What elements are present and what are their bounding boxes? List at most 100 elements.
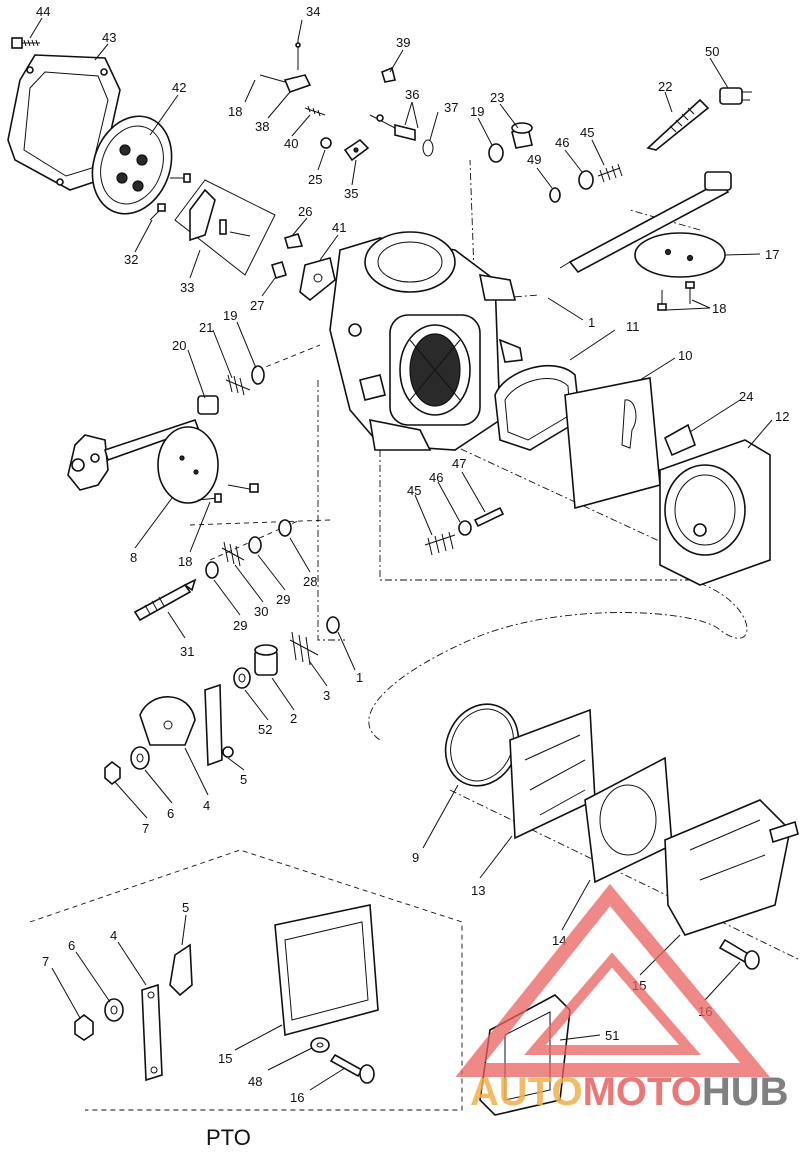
fitting-2 [254, 644, 278, 676]
label-11: 11 [626, 319, 640, 334]
label-12: 12 [775, 409, 789, 424]
fitting-23 [511, 122, 533, 149]
label-34: 34 [306, 4, 320, 19]
pto-inset-title: PTO [206, 1125, 251, 1150]
label-43: 43 [102, 30, 116, 45]
label-39: 39 [396, 35, 410, 50]
gasket-14 [584, 756, 673, 884]
label-4-b: 4 [110, 928, 117, 943]
part-number-labels: 44 43 42 34 39 50 18 38 36 37 19 23 22 4… [36, 4, 789, 1105]
screw-44 [11, 37, 40, 49]
label-5-b: 5 [182, 900, 189, 915]
label-23: 23 [490, 90, 504, 105]
oring-19-top [488, 143, 504, 163]
plate-10 [564, 377, 661, 510]
spring-3 [289, 631, 319, 666]
link-5 [204, 683, 234, 767]
oring-1-lower [326, 616, 340, 634]
label-18-a: 18 [228, 104, 242, 119]
label-40: 40 [284, 136, 298, 151]
diaphragm-42 [91, 115, 173, 215]
label-22: 22 [658, 79, 672, 94]
leader-lines [29, 17, 773, 1091]
label-26: 26 [298, 204, 312, 219]
label-6-a: 6 [167, 806, 174, 821]
label-46-a: 46 [555, 135, 569, 150]
screw-22 [646, 98, 710, 151]
seat-20 [197, 395, 219, 415]
needle-47 [473, 506, 505, 528]
label-7-a: 7 [142, 821, 149, 836]
label-1-b: 1 [356, 670, 363, 685]
label-52: 52 [258, 722, 272, 737]
bracket-5-pto [169, 943, 193, 997]
label-10: 10 [678, 348, 692, 363]
nut-25 [320, 137, 332, 149]
screw-36-assembly [369, 114, 416, 142]
label-45-b: 45 [407, 483, 421, 498]
washer-6-pto [104, 998, 124, 1022]
washer-52 [233, 667, 251, 689]
pump-cover-12 [659, 439, 771, 586]
label-20: 20 [172, 338, 186, 353]
screws-18-left [197, 483, 259, 503]
cover-15 [664, 799, 799, 936]
label-21: 21 [199, 320, 213, 335]
label-9: 9 [412, 850, 419, 865]
oring-9 [444, 703, 520, 787]
label-31: 31 [180, 644, 194, 659]
spring-30 [221, 541, 245, 567]
cover-15-pto [274, 904, 379, 1037]
lever-35 [343, 138, 370, 162]
needle-31 [133, 578, 197, 622]
label-36: 36 [405, 87, 419, 102]
oring-19-mid [251, 365, 265, 385]
label-19-a: 19 [470, 104, 484, 119]
carburetor-body [329, 231, 523, 451]
nut-7-pto [74, 1013, 94, 1041]
label-42: 42 [172, 80, 186, 95]
label-15-b: 15 [218, 1051, 232, 1066]
watermark-logo: AUTOMOTOHUB [455, 883, 789, 1114]
oring-49 [549, 187, 561, 203]
clip-38 [259, 74, 312, 94]
label-29-b: 29 [233, 618, 247, 633]
oring-28 [278, 519, 292, 537]
screw-16 [718, 938, 760, 970]
label-25: 25 [308, 172, 322, 187]
label-5-a: 5 [240, 772, 247, 787]
watermark-moto: MOTO [583, 1070, 702, 1114]
washer-6 [130, 746, 150, 770]
spring-40 [304, 105, 326, 117]
label-50: 50 [705, 44, 719, 59]
pump-cover-43 [7, 54, 121, 191]
label-1-a: 1 [588, 315, 595, 330]
washer-46-mid [458, 520, 472, 536]
label-45-a: 45 [580, 125, 594, 140]
nut-7 [104, 760, 121, 786]
label-44: 44 [36, 4, 50, 19]
label-24: 24 [739, 389, 753, 404]
label-29-a: 29 [276, 592, 290, 607]
label-47: 47 [452, 456, 466, 471]
spring-21 [225, 374, 251, 396]
label-41: 41 [332, 220, 346, 235]
label-18-c: 18 [178, 554, 192, 569]
valve-block-33 [174, 179, 276, 276]
watermark-triangle-inner [524, 952, 701, 1055]
spring-45-top [597, 163, 623, 183]
washer-48 [310, 1037, 330, 1053]
screw-32 [149, 203, 166, 221]
link-4-pto [141, 983, 163, 1082]
label-32: 32 [124, 252, 138, 267]
label-13: 13 [471, 883, 485, 898]
ring-37 [422, 139, 434, 157]
label-4-a: 4 [203, 798, 210, 813]
label-2: 2 [290, 711, 297, 726]
label-51: 51 [605, 1028, 619, 1043]
label-7-b: 7 [42, 954, 49, 969]
pto-inset-frame [29, 849, 463, 1111]
throttle-plate-8 [157, 426, 219, 504]
label-8: 8 [130, 550, 137, 565]
